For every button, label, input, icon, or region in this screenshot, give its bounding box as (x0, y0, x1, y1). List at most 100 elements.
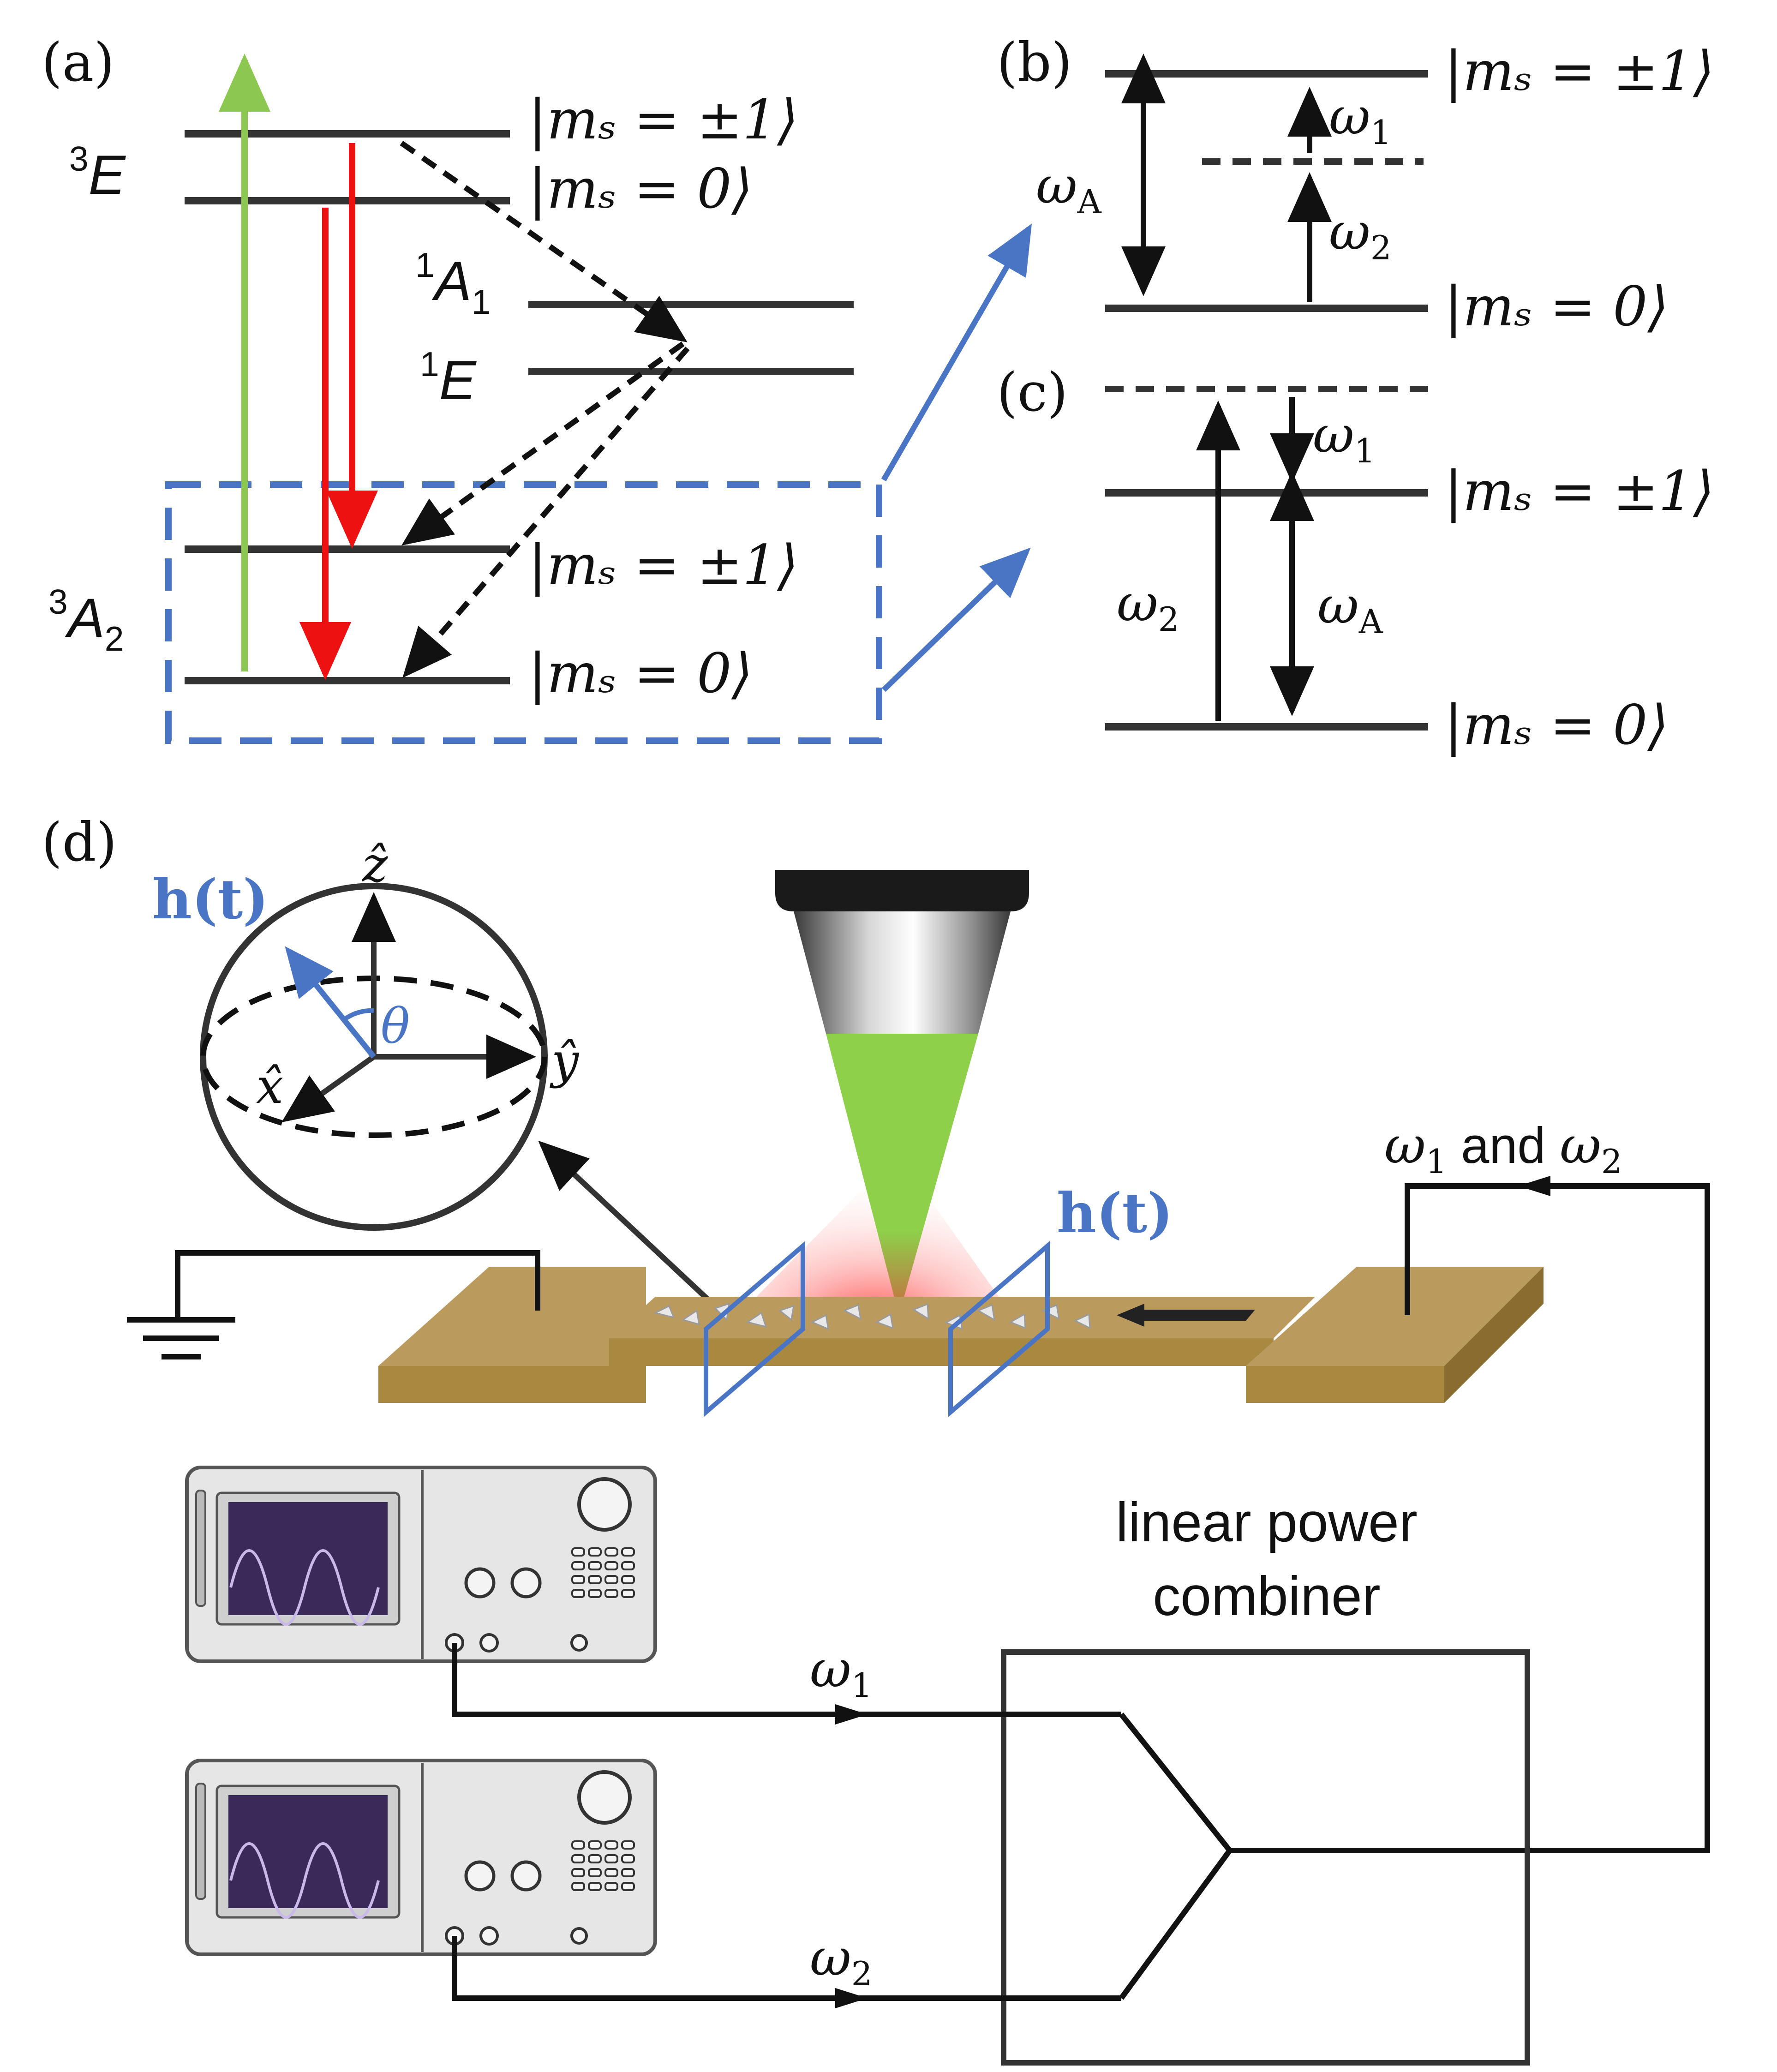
objective-barrel (794, 911, 1011, 1034)
panel-a-label: (a) (42, 32, 114, 94)
c-omega2-label: ω2 (1117, 574, 1179, 639)
nanodiamond (875, 1313, 894, 1329)
b-omegaA-label: ωA (1036, 156, 1102, 221)
combiner-lower-branch (1119, 1849, 1232, 2000)
signal-wire-2 (452, 1936, 1121, 2001)
signal-1-sub: 1 (851, 1666, 873, 1705)
omega-pair-w2: ω (1560, 1116, 1601, 1175)
nanodiamond (843, 1304, 862, 1320)
field-loop-left (704, 1241, 805, 1417)
ket-3A2-0: |mₛ = 0⟩ (528, 641, 753, 705)
ground-wire (175, 1250, 540, 1317)
nanodiamond (976, 1304, 995, 1321)
combiner-label-line2: combiner (1153, 1565, 1381, 1627)
label-3A2-sup: 3 (48, 582, 68, 621)
c-ket-0: |mₛ = 0⟩ (1444, 693, 1669, 757)
panel-c: (c) |mₛ = ±1⟩ |mₛ = 0⟩ ω2 ω1 ωA (997, 362, 1714, 757)
objective-cap (775, 870, 1029, 911)
generator-2-handle (195, 1783, 206, 1900)
h-t-strip-label: h(t) (1057, 1181, 1173, 1245)
axis-x-label: x̂ (256, 1058, 283, 1114)
c-omegaA-label: ωA (1317, 576, 1383, 641)
omega-pair-w1: ω (1384, 1116, 1426, 1175)
label-3A2-main: A (65, 587, 105, 649)
generator-2-knob-a (464, 1860, 496, 1892)
combiner-upper-branch (1119, 1713, 1232, 1852)
c-omegaA-sym: ω (1317, 576, 1359, 635)
field-loop-right (948, 1241, 1050, 1417)
b-omegaA-sub: A (1077, 182, 1102, 221)
nanodiamond (746, 1311, 767, 1328)
omega-pair-w1-sub: 1 (1426, 1142, 1447, 1181)
ground-state-box (165, 481, 882, 744)
label-3A2-sub: 2 (105, 619, 124, 658)
signal-2-sub: 2 (851, 1954, 873, 1993)
signal-generator-2 (185, 1759, 657, 1956)
link-arrow-to-c (881, 547, 1031, 692)
current-direction-arrow (1117, 1304, 1255, 1327)
right-pad-front (1246, 1366, 1444, 1403)
center-strip-front (609, 1338, 1274, 1366)
signal-wire-1-arrow (835, 1704, 868, 1725)
label-1A1: 1A1 (415, 246, 491, 321)
nanodiamond (1073, 1313, 1091, 1329)
ket-3E-pm1: |mₛ = ±1⟩ (528, 88, 798, 151)
ket-3A2-pm1: |mₛ = ±1⟩ (528, 533, 798, 597)
label-1E: 1E (420, 345, 477, 411)
nanodiamond (912, 1303, 929, 1320)
panel-d: (d) ẑ ŷ x̂ θ h(t) h(t) (42, 812, 1710, 2066)
label-3E-sup: 3 (69, 139, 89, 178)
label-1A1-sub: 1 (472, 282, 491, 321)
panel-b: (b) |mₛ = ±1⟩ |mₛ = 0⟩ ωA ω1 ω2 (997, 32, 1714, 338)
b-ket-pm1: |mₛ = ±1⟩ (1444, 39, 1714, 103)
generator-1-handle (195, 1490, 206, 1607)
label-1A1-sup: 1 (415, 246, 435, 284)
signal-generator-1 (185, 1466, 657, 1663)
nanodiamond (778, 1305, 795, 1321)
left-pad-front (378, 1366, 646, 1403)
generator-2-keypad (571, 1840, 635, 1891)
label-3E-main: E (89, 144, 126, 206)
signal-2-label: ω2 (810, 1928, 873, 1993)
c-omega1-sym: ω (1313, 405, 1354, 464)
h-vector-arrow (285, 946, 376, 1059)
b-omega1-sub: 1 (1370, 113, 1392, 152)
panel-c-label: (c) (997, 362, 1068, 424)
ground-symbol (127, 1250, 540, 1359)
objective-lens (775, 870, 1029, 1034)
generator-2-big-knob (577, 1770, 632, 1825)
theta-arc (342, 1008, 374, 1022)
theta-label: θ (381, 998, 410, 1054)
c-omega1-label: ω1 (1313, 405, 1376, 470)
nanodiamond (681, 1309, 700, 1326)
label-1E-sup: 1 (420, 345, 439, 383)
generator-1-big-knob (577, 1477, 632, 1532)
sample-to-sphere-arrow (538, 1140, 722, 1313)
axis-x-arrow (281, 1054, 376, 1122)
panel-d-label: (d) (42, 812, 117, 874)
b-omega2-sym: ω (1329, 202, 1370, 261)
isc-arrow-to-singlet (400, 141, 688, 342)
generator-1-port-3 (570, 1634, 588, 1652)
isc-arrow-to-pm1 (401, 341, 685, 545)
c-omega2-sym: ω (1117, 574, 1158, 633)
axis-y-label: ŷ (550, 1033, 580, 1089)
green-laser-beam (826, 1034, 978, 1315)
generator-2-screen (228, 1795, 388, 1908)
h-t-sphere-label: h(t) (152, 867, 269, 931)
c-ket-pm1: |mₛ = ±1⟩ (1444, 459, 1714, 523)
isc-arrow-to-0 (402, 347, 690, 678)
axis-z-label: ẑ (361, 837, 388, 893)
b-omega2-label: ω2 (1329, 202, 1392, 267)
generator-2-output-port-2 (479, 1926, 499, 1946)
generator-1-knob-b (510, 1567, 542, 1599)
c-omega1-sub: 1 (1354, 431, 1376, 470)
panel-a: (a) 3E |mₛ = ±1⟩ |mₛ = 0⟩ 1A1 1E 3A2 |mₛ… (42, 32, 1032, 744)
nanodiamond (1009, 1313, 1026, 1329)
nanodiamond (653, 1305, 675, 1319)
right-pad-side (1444, 1267, 1544, 1403)
ket-3E-0: |mₛ = 0⟩ (528, 157, 753, 221)
b-omega1-sym: ω (1329, 87, 1370, 146)
generator-1-keypad (571, 1547, 635, 1598)
